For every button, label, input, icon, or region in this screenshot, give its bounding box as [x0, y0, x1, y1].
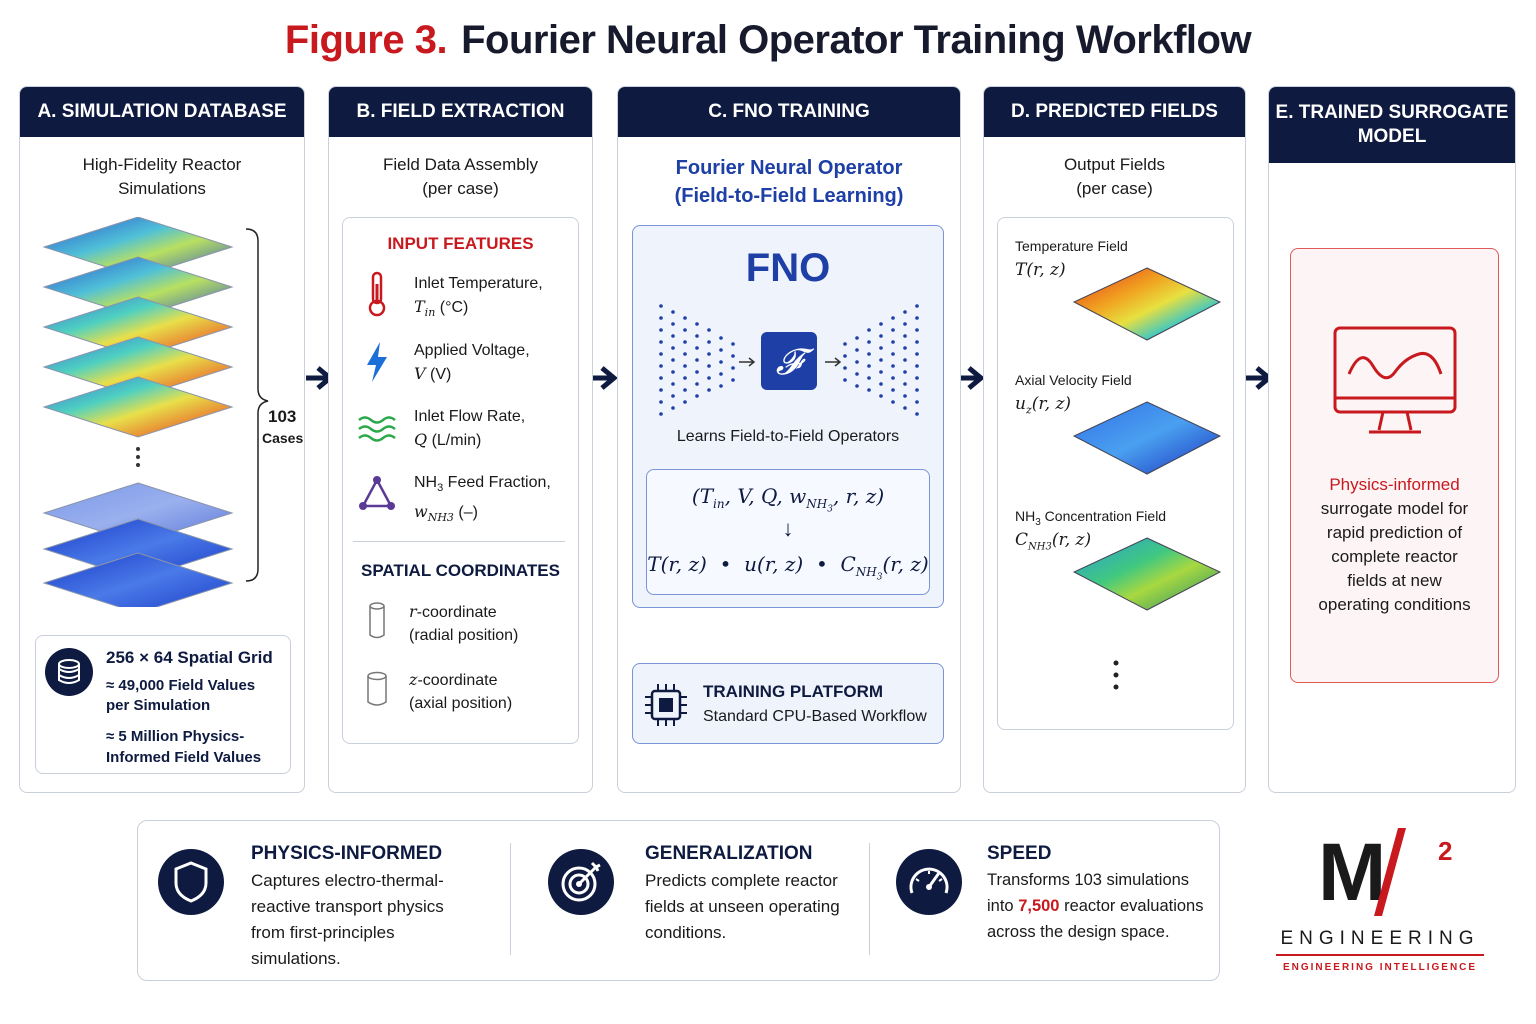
arrow-b-to-c-icon [590, 366, 618, 390]
panel-simulation-database: A. SIMULATION DATABASE High-Fidelity Rea… [19, 86, 305, 793]
grid-values: ≈ 49,000 Field Values per Simulation [106, 677, 256, 714]
operator-mapping-box: (Tin, V, Q, wNH3, r, z) ↓ T(r, z) • u(r,… [646, 469, 930, 595]
fno-box: FNO 𝓕 Learns Field-to-Field Operators [632, 225, 944, 608]
output-fields-box: Temperature Field T(r, z) Axial Velocity… [997, 217, 1234, 730]
nh3-concentration-symbol: CNH3(r, z) [1015, 530, 1092, 553]
logo-mark: M [1318, 827, 1386, 918]
temperature-field-symbol: T(r, z) [1015, 260, 1066, 280]
logo-tagline: ENGINEERING INTELLIGENCE [1282, 962, 1478, 973]
training-platform-box: TRAINING PLATFORM Standard CPU-Based Wor… [632, 663, 944, 744]
speedometer-icon [896, 849, 962, 915]
monitor-waveform-icon [1333, 326, 1457, 434]
logo-wordmark: ENGINEERING [1280, 928, 1480, 949]
benefit-physics-text: Captures electro-thermal- reactive trans… [251, 871, 444, 968]
panel-c-subtitle: Fourier Neural Operator (Field-to-Field … [674, 157, 904, 207]
simulation-stack-icon [42, 217, 269, 607]
section-divider [353, 541, 565, 542]
spatial-coordinates-heading: SPATIAL COORDINATES [361, 561, 560, 580]
panel-e-header: E. TRAINED SURROGATE MODEL [1269, 87, 1515, 163]
benefit-speed-title: SPEED [987, 843, 1052, 864]
shield-icon [158, 849, 224, 915]
cylinder-icon [369, 602, 385, 639]
platform-subtitle: Standard CPU-Based Workflow [703, 708, 927, 725]
panel-field-extraction: B. FIELD EXTRACTION Field Data Assembly … [328, 86, 593, 793]
logo-superscript: 2 [1438, 836, 1453, 866]
benefit-divider [869, 843, 870, 955]
cpu-chip-icon [645, 684, 687, 726]
panel-predicted-fields: D. PREDICTED FIELDS Output Fields (per c… [983, 86, 1246, 793]
axial-velocity-symbol: uz(r, z) [1015, 394, 1072, 417]
input-nh3-feed-fraction: NH3 Feed Fraction, wNH3 (–) [414, 474, 551, 525]
fno-title: FNO [745, 246, 831, 290]
panel-b-header: B. FIELD EXTRACTION [329, 87, 592, 137]
figure-heading: Fourier Neural Operator Training Workflo… [461, 18, 1252, 62]
operator-outputs: T(r, z) • u(r, z) • CNH3(r, z) [647, 552, 929, 583]
panel-trained-surrogate: E. TRAINED SURROGATE MODEL Physics-infor… [1268, 86, 1516, 793]
axial-velocity-label: Axial Velocity Field [1015, 372, 1132, 388]
figure-number: Figure 3. [284, 18, 448, 62]
benefit-speed-text: Transforms 103 simulations into 7,500 re… [987, 871, 1204, 941]
temperature-field-label: Temperature Field [1015, 238, 1128, 254]
nh3-concentration-label: NH3 Concentration Field [1015, 508, 1167, 528]
surrogate-description: Physics-informed surrogate model for rap… [1318, 475, 1471, 614]
benefit-generalization-title: GENERALIZATION [645, 843, 813, 864]
input-features-box: INPUT FEATURES Inlet Temperature, Tin (°… [342, 217, 579, 744]
panel-a-subtitle: High-Fidelity Reactor Simulations [82, 155, 242, 198]
benefit-physics-title: PHYSICS-INFORMED [251, 843, 443, 864]
cylinder-icon [367, 671, 387, 706]
fourier-operator-glyph: 𝓕 [775, 342, 803, 383]
panel-fno-training: C. FNO TRAINING Fourier Neural Operator … [617, 86, 961, 793]
figure-title: Figure 3. Fourier Neural Operator Trainin… [0, 18, 1536, 63]
thermometer-icon [368, 271, 386, 317]
panel-b-subtitle: Field Data Assembly (per case) [383, 155, 538, 198]
coord-r: r-coordinate (radial position) [409, 602, 519, 644]
benefit-divider [510, 843, 511, 955]
grid-info-box: 256 × 64 Spatial Grid ≈ 49,000 Field Val… [35, 635, 291, 774]
database-icon [45, 648, 93, 696]
target-icon [548, 849, 614, 915]
grid-size: 256 × 64 Spatial Grid [106, 648, 273, 667]
molecule-icon [359, 476, 395, 510]
temperature-field-map [1072, 267, 1222, 341]
panel-d-subtitle: Output Fields (per case) [1063, 155, 1166, 198]
flow-waves-icon [358, 416, 396, 442]
surrogate-model-box: Physics-informed surrogate model for rap… [1290, 248, 1499, 683]
more-fields-ellipsis-icon [1113, 660, 1119, 690]
cases-label: Cases [262, 430, 304, 446]
platform-title: TRAINING PLATFORM [703, 682, 884, 701]
mapping-arrow-icon: ↓ [782, 516, 794, 541]
input-applied-voltage: Applied Voltage, V (V) [414, 342, 530, 383]
input-inlet-flow-rate: Inlet Flow Rate, Q (L/min) [414, 408, 526, 449]
benefit-generalization-text: Predicts complete reactor fields at unse… [645, 871, 840, 942]
lightning-icon [367, 342, 387, 382]
m2-engineering-logo: M 2 ENGINEERING ENGINEERING INTELLIGENCE [1262, 828, 1498, 978]
benefits-bar: PHYSICS-INFORMED Captures electro-therma… [137, 820, 1220, 981]
panel-d-header: D. PREDICTED FIELDS [984, 87, 1245, 137]
input-features-heading: INPUT FEATURES [387, 234, 534, 253]
cases-count: 103 [268, 407, 297, 426]
fno-learns-caption: Learns Field-to-Field Operators [676, 428, 900, 445]
logo-slash-icon [1374, 828, 1406, 916]
panel-a-header: A. SIMULATION DATABASE [20, 87, 304, 137]
operator-inputs: (Tin, V, Q, wNH3, r, z) [691, 484, 885, 515]
input-inlet-temperature: Inlet Temperature, Tin (°C) [414, 275, 543, 320]
coord-z: z-coordinate (axial position) [409, 670, 513, 712]
fno-network-icon [659, 304, 919, 416]
logo-divider [1276, 954, 1484, 956]
axial-velocity-field-map [1072, 401, 1222, 475]
panel-c-header: C. FNO TRAINING [618, 87, 960, 137]
nh3-concentration-field-map [1072, 537, 1222, 611]
total-values: ≈ 5 Million Physics- Informed Field Valu… [106, 728, 262, 766]
